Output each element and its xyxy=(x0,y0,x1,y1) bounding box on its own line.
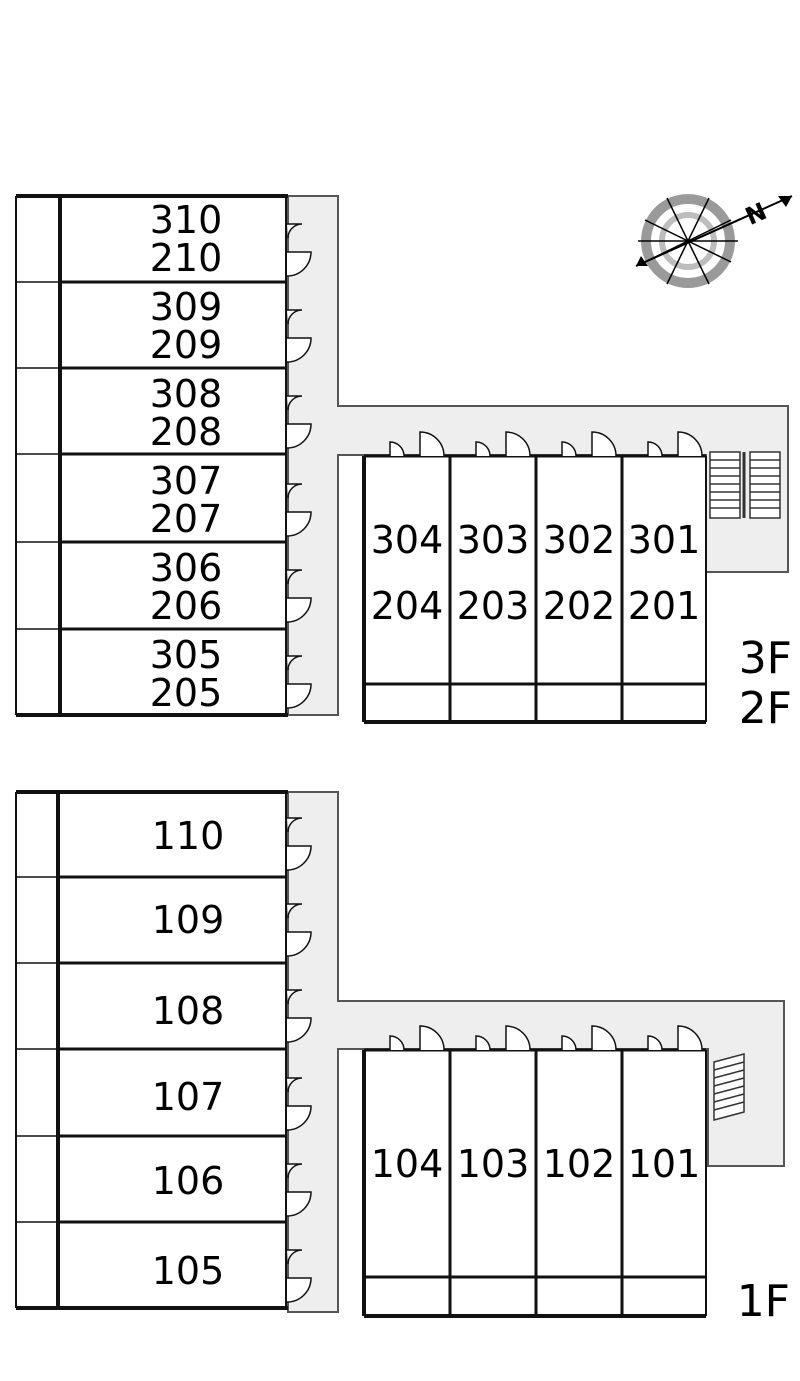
unit-label: 106 xyxy=(152,1159,225,1203)
unit-label: 202 xyxy=(543,584,616,628)
unit-label: 209 xyxy=(150,323,223,367)
upper-west-units xyxy=(15,194,288,717)
unit-label: 301 xyxy=(628,518,701,562)
floor-label: 2F xyxy=(739,683,792,734)
unit-label: 109 xyxy=(152,898,225,942)
unit-label: 204 xyxy=(371,584,444,628)
compass-north-label: N xyxy=(741,197,771,231)
door-icon xyxy=(677,431,703,457)
unit-label: 210 xyxy=(150,236,223,280)
door-icon xyxy=(419,1025,445,1051)
door-icon xyxy=(287,989,303,1005)
upper-south-doors xyxy=(389,431,703,457)
door-icon xyxy=(287,655,303,671)
door-icon xyxy=(505,1025,531,1051)
unit-label: 309 xyxy=(150,285,223,329)
lower-corridor xyxy=(287,791,785,1313)
door-icon xyxy=(287,309,303,325)
door-icon xyxy=(591,431,617,457)
unit-label: 307 xyxy=(150,459,223,503)
stairs-icon xyxy=(713,1053,745,1121)
door-icon xyxy=(286,931,312,957)
lower-south-labels: 104 103 102 101 xyxy=(371,1142,701,1186)
door-icon xyxy=(677,1025,703,1051)
floor-label: 1F xyxy=(737,1276,790,1327)
door-icon xyxy=(286,251,312,277)
unit-label: 310 xyxy=(150,198,223,242)
unit-label: 207 xyxy=(150,497,223,541)
floor-label: 3F xyxy=(739,633,792,684)
door-icon xyxy=(286,1191,312,1217)
compass-rose-icon: N xyxy=(635,194,793,288)
door-icon xyxy=(287,817,303,833)
unit-label: 305 xyxy=(150,633,223,677)
unit-label: 302 xyxy=(543,518,616,562)
door-icon xyxy=(286,337,312,363)
door-icon xyxy=(287,1077,303,1093)
door-icon xyxy=(286,845,312,871)
door-icon xyxy=(561,1035,577,1051)
upper-west-doors xyxy=(286,223,312,709)
unit-label: 206 xyxy=(150,584,223,628)
unit-label: 102 xyxy=(543,1142,616,1186)
door-icon xyxy=(287,569,303,585)
door-icon xyxy=(475,441,491,457)
door-icon xyxy=(389,1035,405,1051)
door-icon xyxy=(287,483,303,499)
lower-west-doors xyxy=(286,817,312,1303)
stairs-icon xyxy=(709,451,781,519)
unit-label: 201 xyxy=(628,584,701,628)
door-icon xyxy=(591,1025,617,1051)
upper-west-labels: 310 210 309 209 308 208 307 207 306 206 … xyxy=(150,198,223,715)
door-icon xyxy=(475,1035,491,1051)
door-icon xyxy=(287,1249,303,1265)
door-icon xyxy=(286,423,312,449)
unit-label: 205 xyxy=(150,671,223,715)
unit-label: 105 xyxy=(152,1249,225,1293)
door-icon xyxy=(287,223,303,239)
door-icon xyxy=(287,395,303,411)
unit-label: 110 xyxy=(152,814,225,858)
door-icon xyxy=(287,1163,303,1179)
door-icon xyxy=(286,511,312,537)
unit-label: 208 xyxy=(150,410,223,454)
door-icon xyxy=(389,441,405,457)
lower-west-labels: 110 109 108 107 106 105 xyxy=(152,814,225,1293)
door-icon xyxy=(286,597,312,623)
door-icon xyxy=(419,431,445,457)
door-icon xyxy=(505,431,531,457)
unit-label: 203 xyxy=(457,584,530,628)
lower-block: 110 109 108 107 106 105 xyxy=(15,790,790,1327)
door-icon xyxy=(286,1277,312,1303)
unit-label: 104 xyxy=(371,1142,444,1186)
unit-label: 303 xyxy=(457,518,530,562)
unit-label: 107 xyxy=(152,1075,225,1119)
door-icon xyxy=(647,1035,663,1051)
door-icon xyxy=(287,903,303,919)
unit-label: 308 xyxy=(150,372,223,416)
upper-block: 310 210 309 209 308 208 307 207 306 206 … xyxy=(15,194,792,734)
upper-south-labels: 304 204 303 203 302 202 301 201 xyxy=(371,518,701,628)
unit-label: 101 xyxy=(628,1142,701,1186)
door-icon xyxy=(286,683,312,709)
unit-label: 103 xyxy=(457,1142,530,1186)
lower-south-doors xyxy=(389,1025,703,1051)
unit-label: 304 xyxy=(371,518,444,562)
door-icon xyxy=(647,441,663,457)
lower-west-units xyxy=(15,790,288,1310)
door-icon xyxy=(286,1017,312,1043)
door-icon xyxy=(286,1105,312,1131)
unit-label: 306 xyxy=(150,546,223,590)
unit-label: 108 xyxy=(152,989,225,1033)
door-icon xyxy=(561,441,577,457)
